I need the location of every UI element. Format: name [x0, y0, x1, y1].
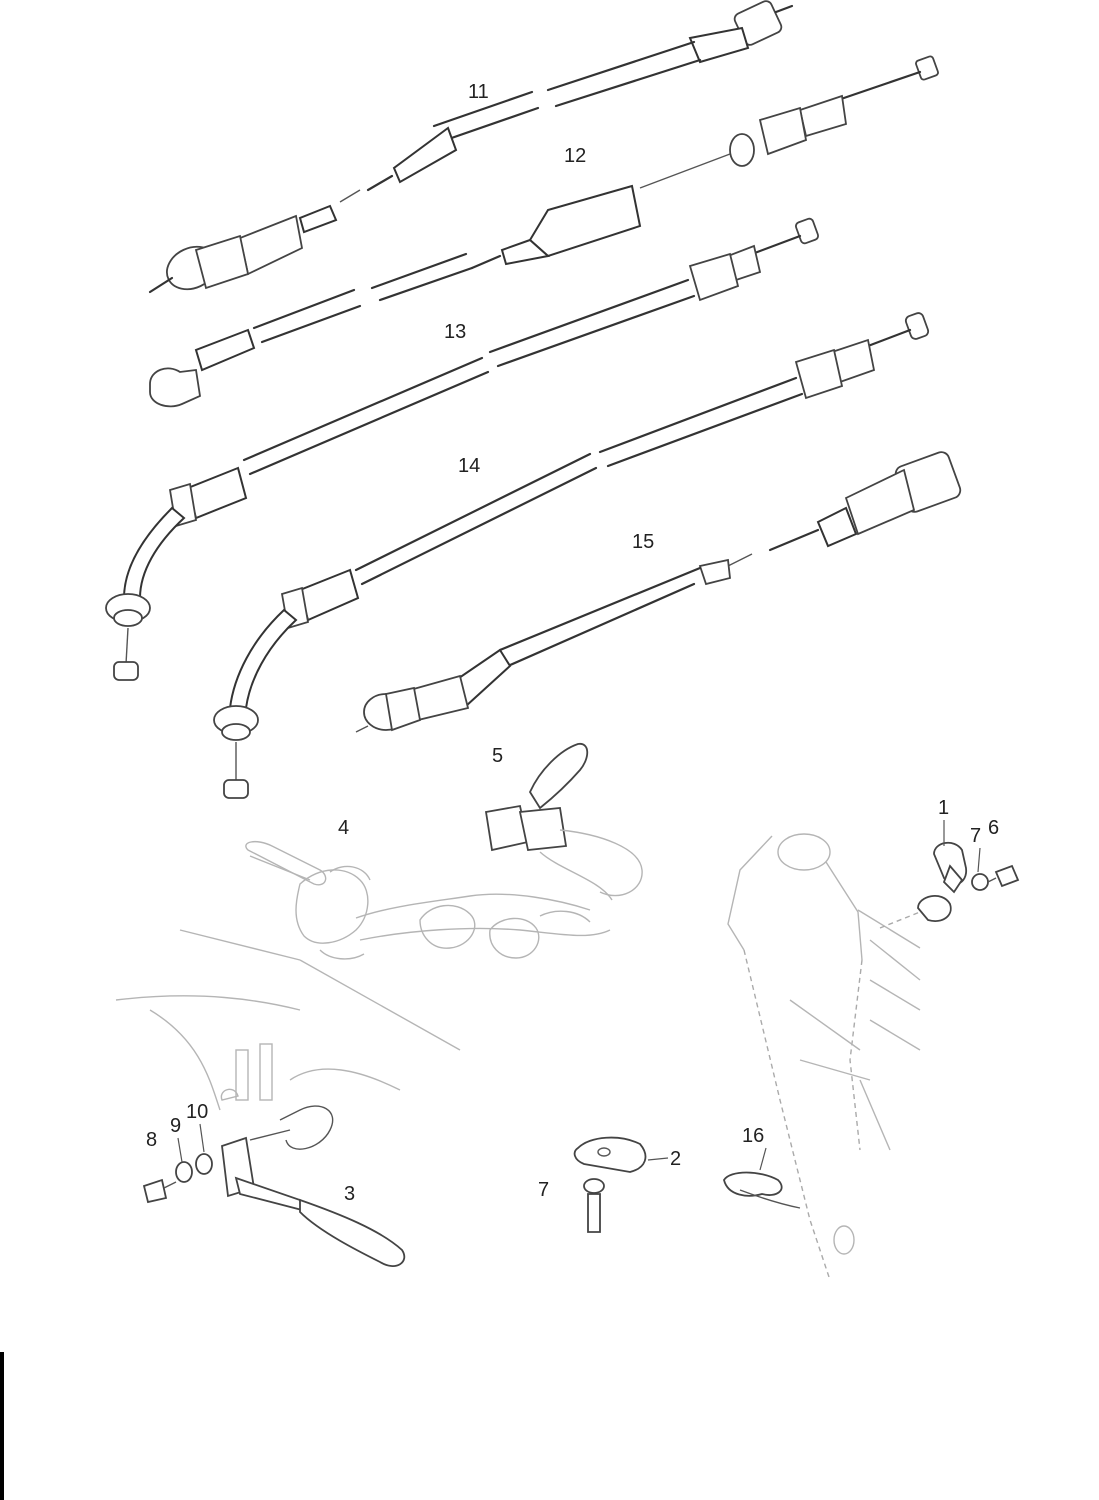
label-16: 16	[742, 1125, 764, 1147]
part-labels: 11 12 13 14 15 5 4 1 7 6 8 9 10 16 2 7 3	[146, 81, 999, 1205]
page-edge-bar	[0, 1352, 4, 1500]
bracket-1	[917, 820, 967, 922]
label-6: 6	[988, 817, 999, 839]
bolt-6-upper	[987, 864, 1020, 888]
lower-body-section	[115, 929, 461, 1111]
cable-clamp-16	[723, 1147, 801, 1209]
label-10: 10	[186, 1101, 208, 1123]
label-4: 4	[338, 817, 349, 839]
nut-7-upper	[971, 847, 989, 891]
label-2: 2	[670, 1148, 681, 1170]
washer-10	[195, 1123, 213, 1175]
bolt-7-lower	[583, 1178, 605, 1233]
label-12: 12	[564, 145, 586, 167]
frame-section	[727, 833, 921, 1281]
label-9: 9	[170, 1115, 181, 1137]
lever-assembly-5	[484, 743, 643, 901]
cable-13	[105, 217, 819, 681]
label-7-upper: 7	[970, 825, 981, 847]
label-13: 13	[444, 321, 466, 343]
bolt-8	[142, 1178, 177, 1204]
label-15: 15	[632, 531, 654, 553]
cable-15	[355, 451, 962, 733]
pedal-lever-3	[221, 1105, 406, 1267]
cable-12	[149, 55, 939, 408]
label-3: 3	[344, 1183, 355, 1205]
label-14: 14	[458, 455, 480, 477]
spring-washer-9	[175, 1137, 193, 1183]
label-7-lower: 7	[538, 1179, 549, 1201]
label-1: 1	[938, 797, 949, 819]
cable-14	[213, 312, 930, 799]
label-5: 5	[492, 745, 503, 767]
label-11: 11	[468, 81, 489, 103]
cable-11	[148, 0, 794, 294]
handlebar-assembly-4	[245, 840, 611, 960]
label-8: 8	[146, 1129, 157, 1151]
cable-guide-2	[573, 1136, 669, 1173]
